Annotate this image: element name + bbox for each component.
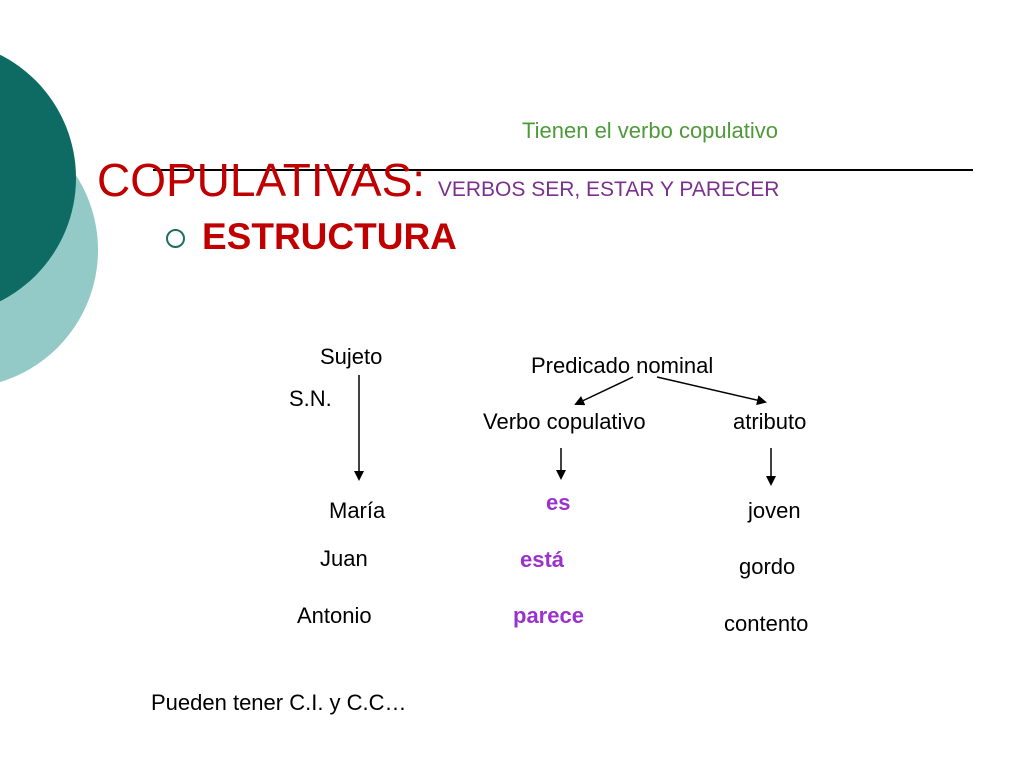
verb-label: Verbo copulativo (483, 409, 646, 434)
title-suffix: VERBOS SER, ESTAR Y PARECER (437, 178, 780, 201)
attribute-item: gordo (739, 554, 796, 579)
dark-teal-circle (0, 54, 76, 302)
subject-item: Juan (320, 546, 368, 571)
subject-item: María (329, 498, 386, 523)
verb-item: parece (513, 603, 584, 628)
subtitle-note: Tienen el verbo copulativo (522, 118, 779, 143)
subject-item: Antonio (297, 603, 372, 628)
attribute-item: contento (724, 611, 809, 636)
verb-item: es (546, 490, 571, 515)
title-underline (153, 169, 973, 171)
predicate-label: Predicado nominal (531, 353, 714, 378)
title-text: COPULATIVAS: (97, 154, 426, 206)
verb-item: está (520, 547, 565, 572)
footer-note: Pueden tener C.I. y C.C… (151, 690, 407, 715)
decorative-circles (0, 54, 98, 383)
attribute-item: joven (748, 498, 801, 523)
subject-sn-label: S.N. (289, 386, 332, 411)
page-title: COPULATIVAS: VERBOS SER, ESTAR Y PARECER (97, 157, 779, 203)
section-heading: ESTRUCTURA (202, 216, 457, 257)
attribute-label: atributo (733, 409, 807, 434)
predicate-to-attribute-arrow (656, 376, 767, 406)
predicate-to-verb-arrow (574, 376, 634, 406)
bullet-circle-icon (166, 229, 185, 248)
subject-label: Sujeto (320, 344, 383, 369)
